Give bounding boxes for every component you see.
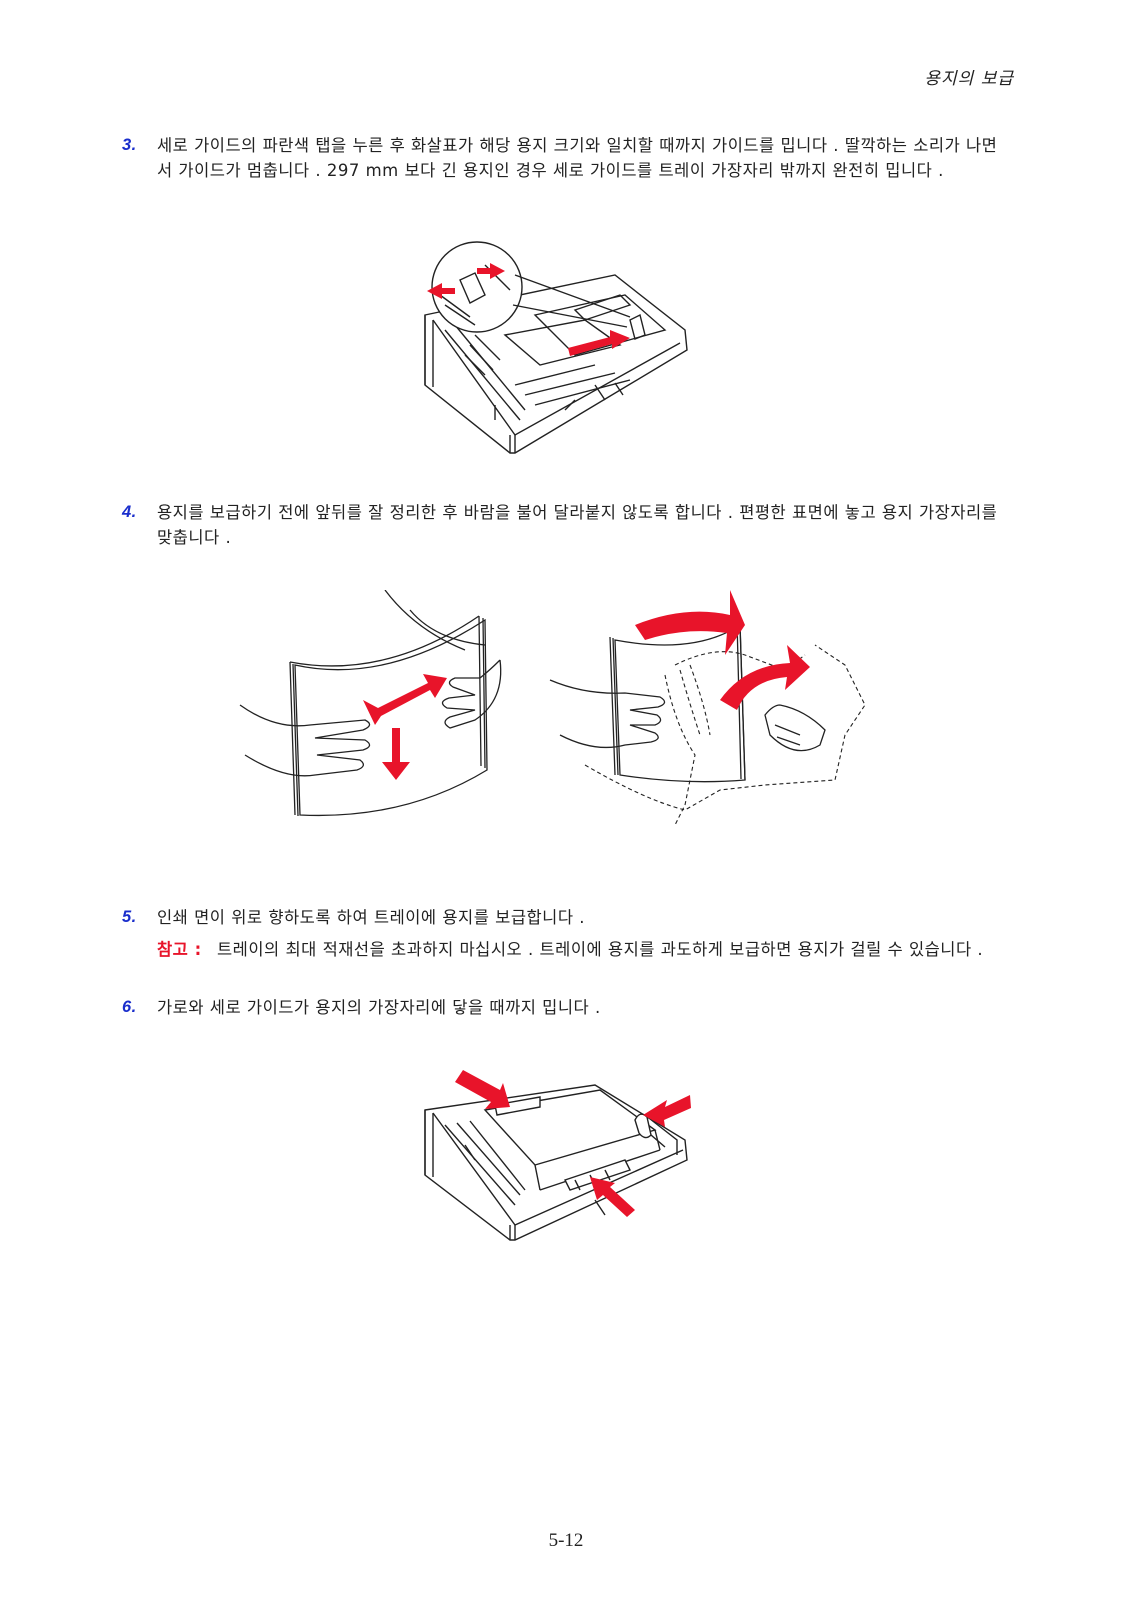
step-text: 가로와 세로 가이드가 용지의 가장자리에 닿을 때까지 밉니다 . [157, 998, 601, 1017]
tray-guide-illustration [424, 241, 688, 454]
step-text: 용지를 보급하기 전에 앞뒤를 잘 정리한 후 바람을 불어 달라붙지 않도록 … [157, 503, 998, 547]
note: 참고 : 트레이의 최대 적재선을 초과하지 마십시오 . 트레이에 용지를 과… [157, 937, 1012, 962]
paper-align-illustration [239, 590, 502, 817]
step-number: 4. [122, 503, 137, 521]
step-number: 3. [122, 136, 137, 154]
running-header: 용지의 보급 [924, 69, 1014, 89]
step-4: 4. 용지를 보급하기 전에 앞뒤를 잘 정리한 후 바람을 불어 달라붙지 않… [122, 500, 1012, 550]
step-number: 5. [122, 908, 137, 926]
page-number: 5-12 [548, 1530, 584, 1551]
paper-fan-illustration [549, 590, 866, 826]
note-label: 참고 : [157, 940, 202, 959]
step-text: 세로 가이드의 파란색 탭을 누른 후 화살표가 해당 용지 크기와 일치할 때… [157, 136, 998, 180]
step-3: 3. 세로 가이드의 파란색 탭을 누른 후 화살표가 해당 용지 크기와 일치… [122, 133, 1012, 183]
step-5: 5. 인쇄 면이 위로 향하도록 하여 트레이에 용지를 보급합니다 . [122, 905, 1012, 930]
step-text: 인쇄 면이 위로 향하도록 하여 트레이에 용지를 보급합니다 . [157, 908, 586, 927]
step-6: 6. 가로와 세로 가이드가 용지의 가장자리에 닿을 때까지 밉니다 . [122, 995, 1012, 1020]
step-number: 6. [122, 998, 137, 1016]
tray-loaded-illustration [424, 1070, 691, 1241]
note-text: 트레이의 최대 적재선을 초과하지 마십시오 . 트레이에 용지를 과도하게 보… [217, 940, 984, 959]
